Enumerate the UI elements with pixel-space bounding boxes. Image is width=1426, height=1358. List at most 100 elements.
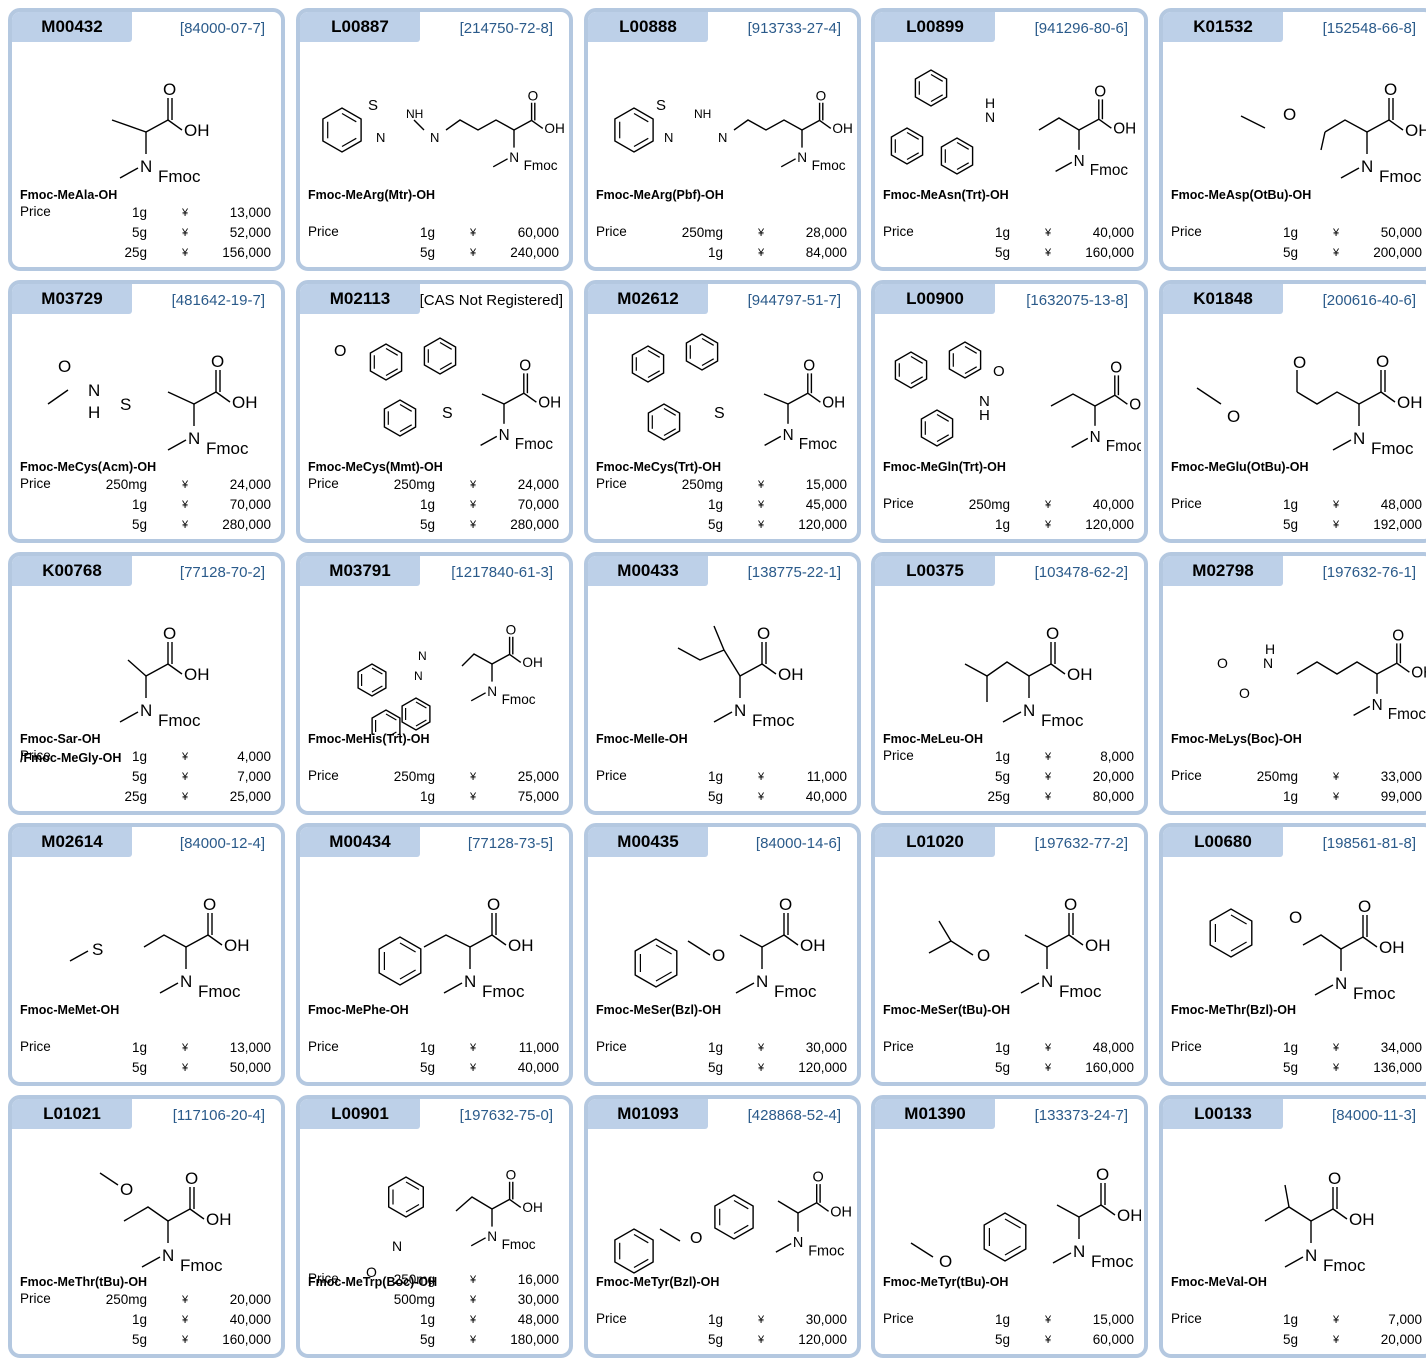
bond [1024,934,1048,948]
price-value: 15,000 [1092,1312,1134,1327]
bond [1230,941,1247,952]
package-size: 250mg [393,769,435,784]
atom-label: O [163,624,176,643]
product-name: Fmoc-MeThr(Bzl)-OH [1171,1003,1296,1017]
bond [764,435,782,447]
package-size: 250mg [105,1292,147,1307]
atom-label: OH [232,393,258,412]
package-size: 1g [707,245,723,260]
price-row: 1g¥48,000 [875,1038,1144,1058]
price-value: 24,000 [229,477,271,492]
bond [413,119,425,131]
yen-symbol: ¥ [182,1334,189,1346]
bond [761,663,777,675]
product-name: Fmoc-MeIle-OH [596,732,688,746]
bond [928,940,952,954]
bond [1324,119,1368,133]
price-row: 1g¥70,000 [300,495,569,515]
price-row: 1g¥11,000 [588,767,857,787]
package-size: 1g [419,1040,435,1055]
price-value: 45,000 [805,497,847,512]
yen-symbol: ¥ [1045,247,1052,259]
atom-label: Fmoc [206,439,249,458]
product-card[interactable]: M02798[197632-76-1]OOHNFmocNHOOFmoc-MeLy… [1159,552,1426,815]
atom-label: O [1328,1169,1341,1188]
bond [1396,662,1410,673]
bond [470,1237,486,1247]
atom-label: Fmoc [1323,1256,1366,1275]
atom-label: N [430,130,439,145]
bond [99,1172,119,1186]
product-card[interactable]: K01532[152548-66-8]OOHNFmocOFmoc-MeAsp(O… [1159,8,1426,271]
atom-label: N [979,393,990,410]
bond [1296,661,1378,675]
atom-label: N [487,684,497,699]
atom-label: N [140,157,152,176]
yen-symbol: ¥ [182,1062,189,1074]
price-row: 5g¥200,000 [1163,243,1426,263]
atom-label: O [519,358,531,375]
bond [647,349,661,358]
price-label: Price [596,224,627,239]
price-row: 5g¥280,000 [12,515,281,535]
bond [167,391,195,405]
price-value: 84,000 [805,245,847,260]
benzene-ring [983,1212,1027,1262]
bond [461,653,493,667]
atom-label: Fmoc [1041,711,1084,730]
bond [956,141,970,150]
bond [389,731,397,735]
bond [405,1181,420,1191]
yen-symbol: ¥ [758,499,765,511]
price-row: 250mg¥40,000 [875,495,1144,515]
bond [371,667,383,675]
price-value: 11,000 [806,769,847,784]
price-value: 20,000 [1092,769,1134,784]
bond [1320,131,1326,151]
price-value: 30,000 [517,1292,559,1307]
chemical-structure: OOHNFmocNOO [366,1167,543,1278]
product-card[interactable]: L00901[197632-75-0]OOHNFmocNOOFmoc-MeTrp… [296,1095,573,1358]
atom-label: N [756,972,768,991]
yen-symbol: ¥ [470,1042,477,1054]
price-label: Price [883,1311,914,1326]
price-value: 4,000 [237,749,271,764]
price-row: 500mg¥30,000 [300,1290,569,1310]
bond [189,1208,205,1220]
atom-label: H [1265,641,1275,657]
atom-label: Fmoc [502,692,536,707]
bond [1366,119,1390,133]
bond [491,934,507,946]
yen-symbol: ¥ [1045,1042,1052,1054]
atom-label: N [1090,429,1101,446]
product-name: Fmoc-MeGlu(OtBu)-OH [1171,460,1309,474]
price-value: 30,000 [805,1040,847,1055]
bond [733,1199,749,1210]
atom-label: O [506,1167,517,1182]
product-card[interactable]: L00900[1632075-13-8]OOHNFmocNHOFmoc-MeGl… [871,280,1148,543]
bond [723,649,741,677]
